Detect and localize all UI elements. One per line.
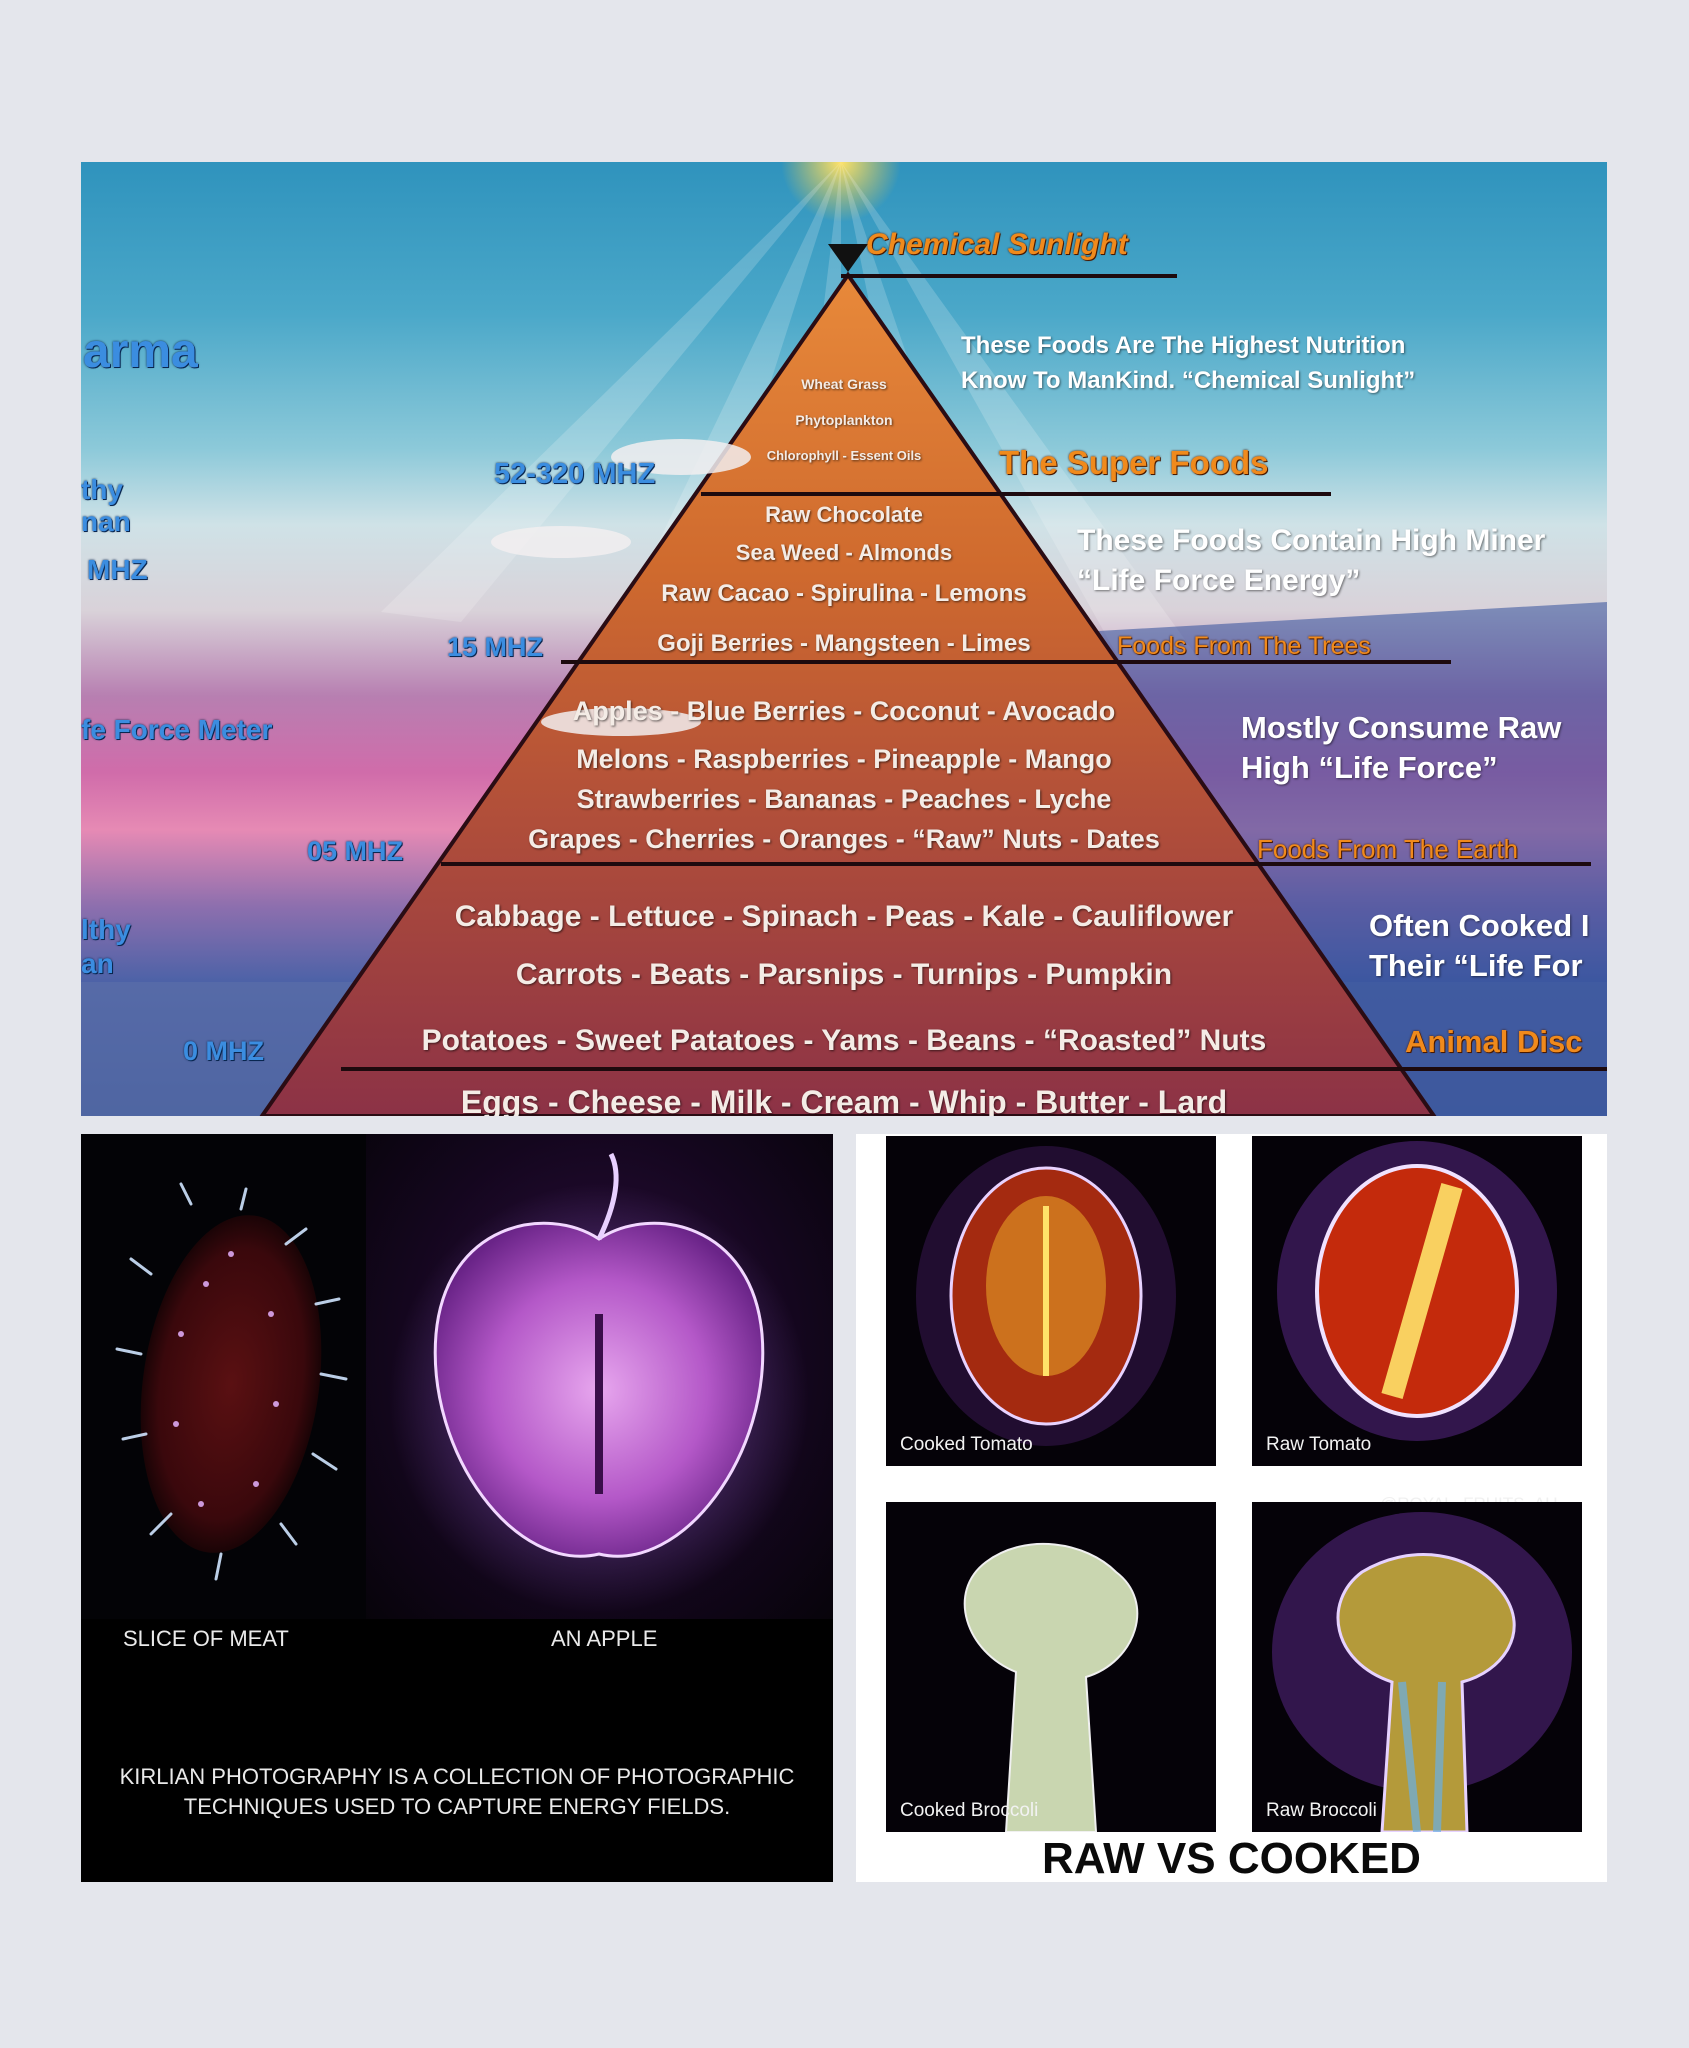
- cooked-broccoli-caption: Cooked Broccoli: [900, 1800, 1039, 1821]
- cooked-tomato-photo: Cooked Tomato: [886, 1136, 1216, 1466]
- cooked-broccoli-photo: Cooked Broccoli: [886, 1502, 1216, 1832]
- apex-label: Chemical Sunlight: [866, 228, 1128, 261]
- tier3-item: Strawberries - Bananas - Peaches - Lyche: [576, 784, 1112, 814]
- tier4-item: Carrots - Beats - Parsnips - Turnips - P…: [515, 958, 1173, 991]
- meat-caption: SLICE OF MEAT: [123, 1626, 289, 1651]
- apple-caption: AN APPLE: [551, 1626, 658, 1651]
- tier1-item: Phytoplankton: [795, 412, 893, 428]
- cooked-tomato-image: [916, 1146, 1176, 1446]
- tier3-item: Apples - Blue Berries - Coconut - Avocad…: [572, 696, 1116, 726]
- tier2-item: Sea Weed - Almonds: [735, 540, 953, 565]
- tier4-title: Animal Disc: [1405, 1024, 1583, 1059]
- tier2-item: Raw Cacao - Spirulina - Lemons: [661, 580, 1027, 607]
- tier3-item: Melons - Raspberries - Pineapple - Mango: [576, 744, 1112, 774]
- tier3-item: Grapes - Cherries - Oranges - “Raw” Nuts…: [528, 824, 1160, 854]
- tier3-note-line: High “Life Force”: [1241, 750, 1498, 785]
- pyramid-shape: [259, 271, 1437, 1116]
- cooked-tomato-caption: Cooked Tomato: [900, 1434, 1033, 1455]
- raw-broccoli-photo: Raw Broccoli: [1252, 1502, 1582, 1832]
- tier2-title: Foods From The Trees: [1117, 632, 1371, 660]
- raw-broccoli-image: [1272, 1512, 1572, 1832]
- tier4-note-line: Their “Life For: [1369, 948, 1583, 983]
- left-fragment: MHZ: [87, 554, 148, 585]
- comparison-title: RAW VS COOKED: [1042, 1834, 1421, 1883]
- mhz-label: 15 MHZ: [447, 632, 544, 662]
- tier1-item: Chlorophyll - Essent Oils: [766, 448, 922, 463]
- tier2-note-line: “Life Force Energy”: [1077, 564, 1361, 597]
- raw-broccoli-caption: Raw Broccoli: [1266, 1800, 1377, 1821]
- tier1-item: Wheat Grass: [801, 376, 887, 392]
- tier1-note-line: These Foods Are The Highest Nutrition: [961, 332, 1406, 359]
- pyramid-dividers: [341, 492, 1607, 1071]
- apple-energy-image: [389, 1152, 809, 1614]
- food-pyramid-panel: Chemical Sunlight Wheat Grass Phytoplank…: [81, 162, 1607, 1116]
- pyramid-graphic: [81, 162, 1607, 1116]
- cooked-broccoli-image: [963, 1542, 1139, 1832]
- tier2-note-line: These Foods Contain High Miner: [1077, 524, 1546, 557]
- mhz-label: 0 MHZ: [183, 1036, 264, 1066]
- raw-tomato-caption: Raw Tomato: [1266, 1434, 1372, 1455]
- left-fragment: thy: [81, 474, 123, 505]
- left-fragment: an: [81, 948, 114, 979]
- left-fragment: arma: [83, 325, 198, 378]
- sun-icon: [781, 162, 901, 222]
- meat-energy-image: [115, 1182, 348, 1581]
- raw-tomato-photo: Raw Tomato: [1252, 1136, 1582, 1466]
- tier2-item: Raw Chocolate: [765, 502, 923, 527]
- kirlian-description-line: TECHNIQUES USED TO CAPTURE ENERGY FIELDS…: [183, 1794, 731, 1819]
- kirlian-description-line: KIRLIAN PHOTOGRAPHY IS A COLLECTION OF P…: [119, 1764, 795, 1789]
- kirlian-panel: SLICE OF MEAT AN APPLE KIRLIAN PHOTOGRAP…: [81, 1134, 833, 1882]
- tier4-note-line: Often Cooked I: [1369, 908, 1590, 943]
- raw-tomato-image: [1277, 1141, 1557, 1441]
- apple-kirlian-photo: [366, 1134, 833, 1619]
- tier3-title: Foods From The Earth: [1257, 834, 1519, 864]
- apex-marker-icon: [828, 244, 868, 272]
- tier4-item: Potatoes - Sweet Patatoes - Yams - Beans…: [421, 1024, 1267, 1057]
- left-fragment: fe Force Meter: [81, 714, 273, 745]
- raw-vs-cooked-panel: Cooked Tomato Raw Tomato @ROYAL_FRUITS_A…: [856, 1134, 1607, 1883]
- tier1-title: The Super Foods: [999, 444, 1269, 481]
- tier1-note-line: Know To ManKind. “Chemical Sunlight”: [961, 367, 1416, 394]
- tier4-item: Cabbage - Lettuce - Spinach - Peas - Kal…: [454, 900, 1234, 933]
- mhz-label: 05 MHZ: [307, 836, 404, 866]
- tier2-item: Goji Berries - Mangsteen - Limes: [657, 630, 1031, 657]
- mhz-label: 52-320 MHZ: [494, 458, 656, 490]
- left-fragment: nan: [81, 506, 131, 537]
- meat-kirlian-photo: [81, 1134, 366, 1619]
- left-fragment: lthy: [81, 914, 131, 945]
- tier5-item: Eggs - Cheese - Milk - Cream - Whip - Bu…: [460, 1084, 1228, 1116]
- clouds: [491, 439, 751, 736]
- tier3-note-line: Mostly Consume Raw: [1241, 710, 1562, 745]
